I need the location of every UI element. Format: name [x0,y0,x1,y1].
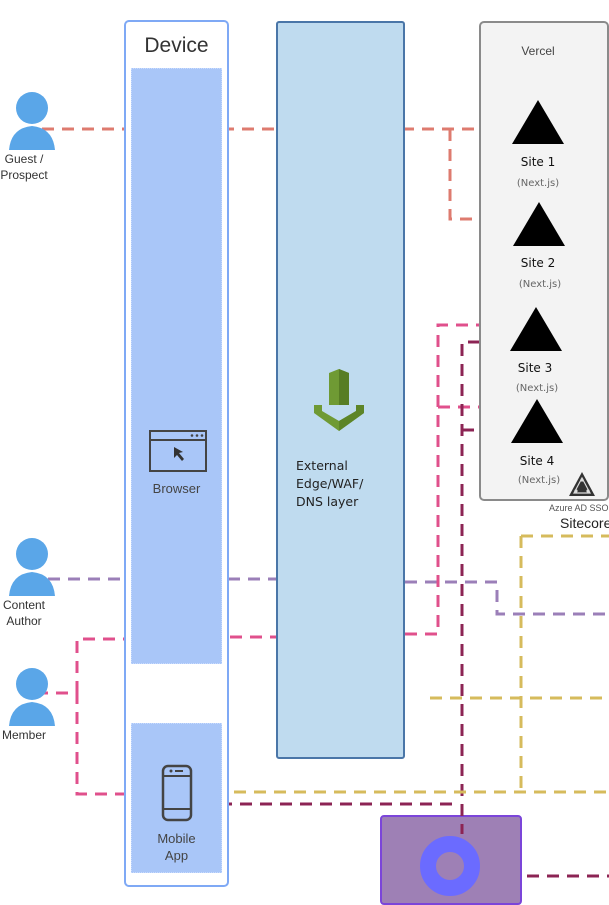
user-icon [8,668,55,726]
author-line-right [405,580,609,616]
user-icon [8,538,55,596]
edge-label-line3: DNS layer [296,494,359,509]
actor-content-author: Content Author [0,534,64,629]
green-download-arrow-icon [314,369,364,431]
browser-lane: Browser [131,68,222,664]
actor-label-line1: Guest / [4,152,44,166]
actor-label-line1: Content [2,598,46,612]
site-3-label: Site 3 [517,361,553,375]
vercel-triangle-icon [510,307,562,351]
browser-window-icon [149,430,207,472]
site-3-framework: (Next.js) [515,383,559,394]
site-4-label: Site 4 [519,454,555,468]
mobile-app-label: Mobile App [131,830,222,864]
user-icon [8,92,55,150]
member-line-upper [75,637,131,693]
browser-label: Browser [152,481,201,496]
actor-guest: Guest / Prospect [0,88,64,183]
site-2-framework: (Next.js) [518,279,562,290]
mobile-app-lane: Mobile App [131,723,222,873]
mobile-app-label-line2: App [164,848,189,863]
mobile-phone-icon [161,764,193,822]
azure-devops-warning-icon [569,472,595,496]
site-2-label: Site 2 [520,256,556,270]
actor-label: Member [0,727,64,743]
site-4-framework: (Next.js) [517,475,561,486]
actor-label-line2: Prospect [0,168,48,182]
ring-icon [420,836,480,896]
mobile-app-label-line1: Mobile [157,831,196,846]
actor-member: Member [0,664,64,743]
device-title: Device [144,34,209,57]
actor-label: Content Author [0,597,64,629]
external-edge-label: External Edge/WAF/ DNS layer [296,457,396,511]
vercel-triangle-icon [513,202,565,246]
maroon-service-connector [460,806,464,836]
site-1-framework: (Next.js) [516,178,560,189]
site-1-label: Site 1 [520,155,556,169]
edge-label-line2: Edge/WAF/ [296,476,364,491]
sitecore-label: Sitecore [560,515,609,531]
vercel-triangle-icon [511,399,563,443]
azure-ad-sso-label: Azure AD SSO [549,503,609,513]
actor-label: Guest / Prospect [0,151,64,183]
actor-label-line1: Member [1,728,46,742]
edge-label-line1: External [296,458,348,473]
vercel-triangle-icon [512,100,564,144]
vercel-title: Vercel [521,44,555,58]
actor-label-line2: Author [6,614,42,628]
